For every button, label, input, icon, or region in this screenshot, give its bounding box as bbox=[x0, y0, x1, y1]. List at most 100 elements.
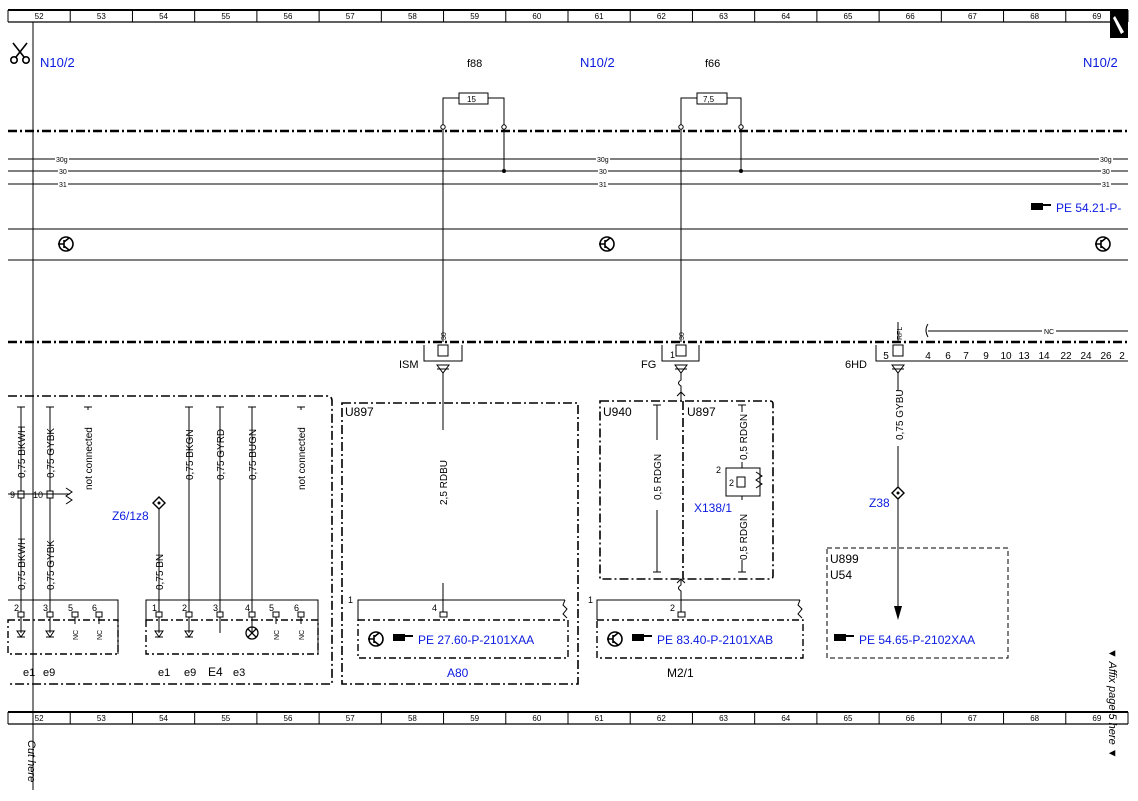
top-ruler-number: 59 bbox=[470, 12, 479, 21]
component-pin: 2 bbox=[14, 603, 19, 613]
fuse-f66-name: f66 bbox=[705, 58, 720, 70]
bottom-ruler-number: 53 bbox=[97, 714, 106, 723]
component-pin: 4 bbox=[245, 603, 250, 613]
connector-fg: 30 1 FG bbox=[641, 332, 700, 392]
bus-30-label-1: 30 bbox=[59, 169, 67, 176]
m21-pin-2: 2 bbox=[670, 603, 675, 613]
connector-ism-name: ISM bbox=[399, 359, 419, 371]
a80-name: A80 bbox=[447, 666, 469, 680]
pointing-hand-icon bbox=[393, 634, 413, 641]
component-pin: 2 bbox=[182, 603, 187, 613]
top-ruler-number: 67 bbox=[968, 12, 977, 21]
splice-z6-label: Z6/1z8 bbox=[112, 509, 149, 523]
bottom-ruler-number: 67 bbox=[968, 714, 977, 723]
fuse-f66-rating: 7,5 bbox=[703, 95, 715, 104]
m21-box-right: U897 bbox=[687, 405, 716, 419]
z38-block: 0,75 GYBU Z38 U899 U54 PE 54.65-P-2102XA… bbox=[826, 373, 1009, 659]
pointing-hand-icon bbox=[632, 634, 652, 641]
component-pin: 6 bbox=[92, 603, 97, 613]
connector-6hd-pin: 2 bbox=[1119, 351, 1125, 362]
component-pin-nc: NC bbox=[299, 630, 306, 640]
connector-fg-name: FG bbox=[641, 359, 656, 371]
connector-6hd-pin: 9 bbox=[983, 351, 989, 362]
bottom-ruler-number: 54 bbox=[159, 714, 168, 723]
left-wire-label: 0,75 BKWH bbox=[17, 426, 28, 478]
top-ruler-number: 60 bbox=[532, 12, 541, 21]
bus-30-label-2: 30 bbox=[599, 169, 607, 176]
connector-6hd-pin: 13 bbox=[1018, 351, 1030, 362]
bottom-ruler-number: 64 bbox=[781, 714, 790, 723]
component-pin: 5 bbox=[269, 603, 274, 613]
connector-ism: 30 ISM bbox=[399, 332, 463, 374]
bottom-ruler-number: 58 bbox=[408, 714, 417, 723]
component-label: e1 bbox=[158, 667, 170, 679]
left-wire-label: 0,75 BUGN bbox=[248, 429, 259, 480]
bottom-ruler-number: 65 bbox=[844, 714, 853, 723]
bottom-ruler-number: 52 bbox=[35, 714, 44, 723]
top-ruler-number: 53 bbox=[97, 12, 106, 21]
a80-pin-1: 1 bbox=[348, 595, 353, 605]
top-ruler-number: 66 bbox=[906, 12, 915, 21]
connector-6hd-pin: 5 bbox=[883, 351, 889, 362]
bus-node-icon bbox=[58, 236, 74, 252]
left-wire-label: not connected bbox=[297, 427, 308, 490]
bottom-ruler-number: 59 bbox=[470, 714, 479, 723]
m21-block: U940 U897 0,5 RDGN 0,5 RDGN 0,5 RDGN 2 2… bbox=[588, 391, 804, 680]
control-unit-icon bbox=[607, 631, 623, 647]
bottom-ruler-number: 68 bbox=[1030, 714, 1039, 723]
top-ruler-number: 54 bbox=[159, 12, 168, 21]
component-pin: 5 bbox=[68, 603, 73, 613]
component-pin: 3 bbox=[43, 603, 48, 613]
bottom-ruler-number: 57 bbox=[346, 714, 355, 723]
module-center-label: N10/2 bbox=[580, 55, 615, 70]
top-ruler-number: 58 bbox=[408, 12, 417, 21]
m21-name: M2/1 bbox=[667, 666, 694, 680]
pointing-hand-icon bbox=[834, 634, 854, 641]
bus-node-icon bbox=[599, 236, 615, 252]
z38-splice-label: Z38 bbox=[869, 496, 890, 510]
z38-reference: PE 54.65-P-2102XAA bbox=[859, 633, 975, 647]
component-pin-nc: NC bbox=[274, 630, 281, 640]
fuse-f88-rating: 15 bbox=[467, 95, 476, 104]
m21-wire-right-bottom: 0,5 RDGN bbox=[739, 514, 750, 560]
bottom-ruler-number: 55 bbox=[221, 714, 230, 723]
z38-wire-label: 0,75 GYBU bbox=[895, 389, 906, 440]
left-wire-label: not connected bbox=[84, 427, 95, 490]
component-pin: 3 bbox=[213, 603, 218, 613]
pointing-hand-icon bbox=[1031, 203, 1051, 210]
top-ruler-number: 55 bbox=[221, 12, 230, 21]
component-pin: 6 bbox=[294, 603, 299, 613]
connector-6hd-pin: 7 bbox=[963, 351, 969, 362]
bottom-ruler-number: 69 bbox=[1092, 714, 1101, 723]
a80-wire-label: 2,5 RDBU bbox=[439, 460, 450, 505]
component-label: e9 bbox=[43, 667, 55, 679]
x138-pin: 2 bbox=[716, 465, 721, 475]
connector-6hd-pin: 6 bbox=[945, 351, 951, 362]
lamp-icon bbox=[245, 626, 259, 640]
bottom-ruler-number: 61 bbox=[595, 714, 604, 723]
top-ruler-number: 65 bbox=[844, 12, 853, 21]
a80-block: U897 2,5 RDBU 1 4 PE 27.60-P-2101XAA A80 bbox=[341, 402, 579, 685]
bus-30g-label-3: 30g bbox=[1100, 157, 1112, 164]
bus-node-icon bbox=[1095, 236, 1111, 252]
scissors-icon bbox=[10, 42, 30, 64]
component-label: e3 bbox=[233, 667, 245, 679]
z38-box-line1: U899 bbox=[830, 552, 859, 566]
bus-labels: 30g 30 31 30g 30 31 30g 30 31 bbox=[55, 155, 1113, 189]
bus-31-label-1: 31 bbox=[59, 182, 67, 189]
bottom-ruler-number: 66 bbox=[906, 714, 915, 723]
connector-fg-pin-label: 30 bbox=[679, 332, 686, 340]
component-pin-nc: NC bbox=[97, 630, 104, 640]
left-wire-label: 0,75 GYRD bbox=[216, 429, 227, 480]
a80-box-label: U897 bbox=[345, 405, 374, 419]
bus-reference-text: PE 54.21-P- bbox=[1056, 201, 1121, 215]
connector-6hd-pin: 10 bbox=[1000, 351, 1012, 362]
component-pin: 1 bbox=[152, 603, 157, 613]
component-label: E4 bbox=[208, 665, 223, 679]
affix-page-label: ▼ Affix page 5 here ▼ bbox=[1106, 648, 1118, 759]
bus-30g-label-2: 30g bbox=[597, 157, 609, 164]
bus-31-label-2: 31 bbox=[599, 182, 607, 189]
